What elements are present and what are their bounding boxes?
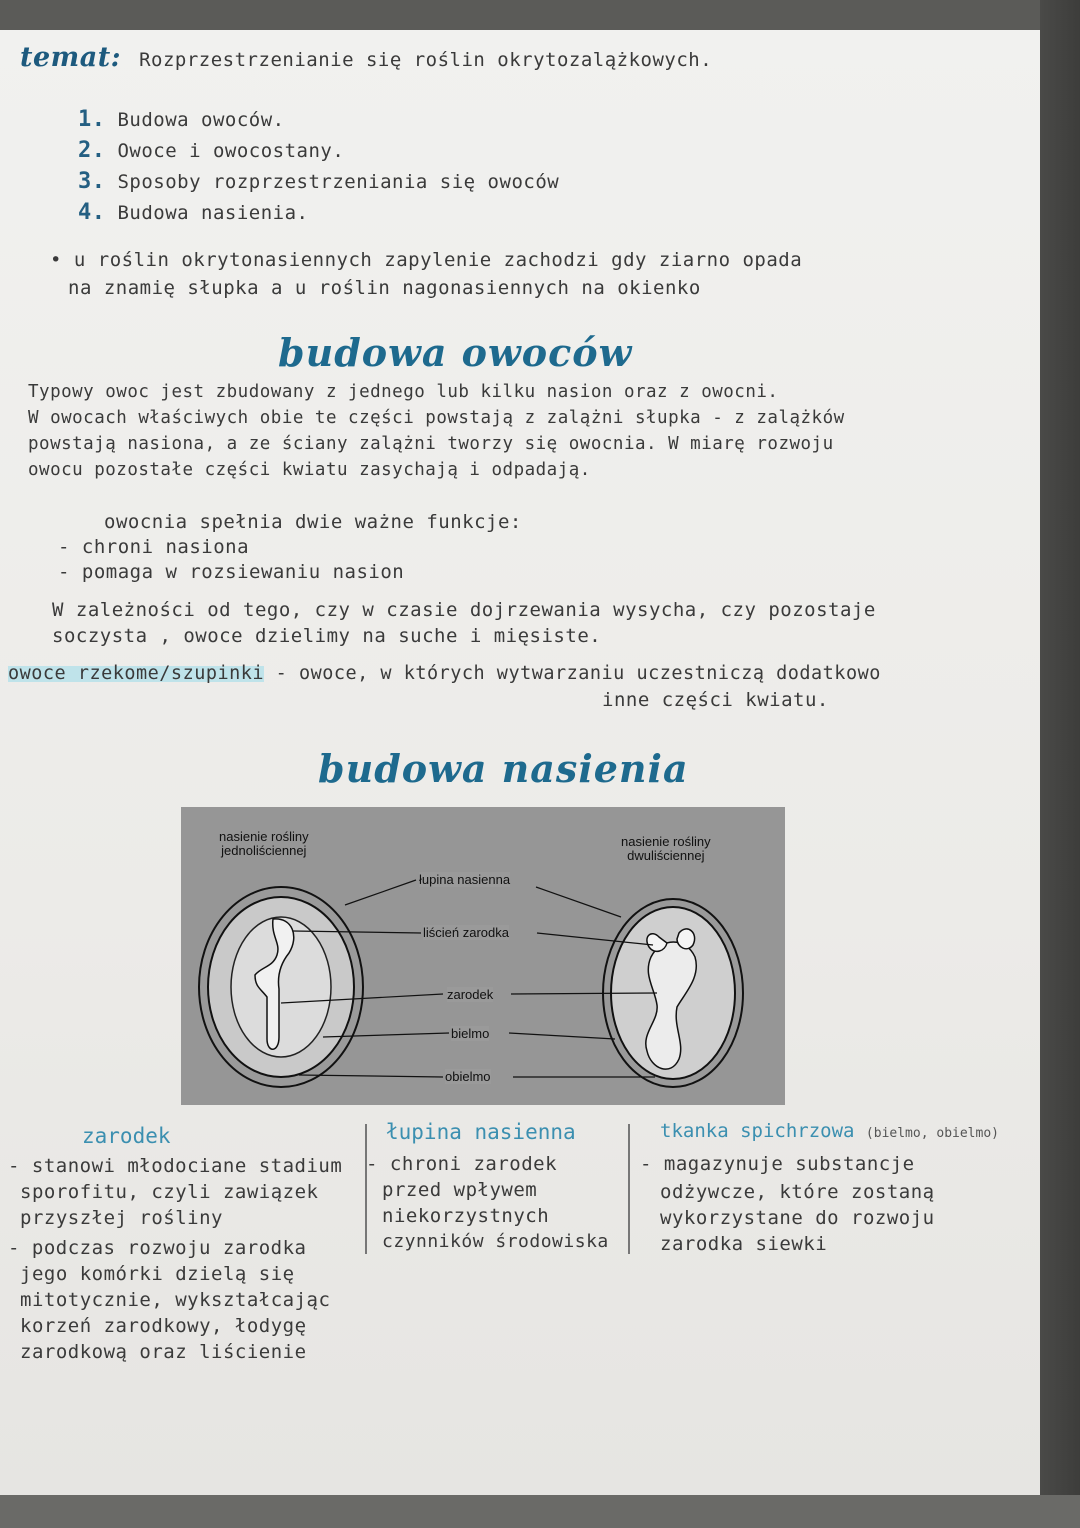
section-title-fruits: budowa owoców [278, 330, 633, 375]
false-fruit-term: owoce rzekome/szupinki [8, 663, 265, 684]
outline-item: 4. Budowa nasienia. [78, 201, 308, 225]
outline-item: 1. Budowa owoców. [78, 108, 285, 132]
function-item: - chroni nasiona [58, 536, 250, 558]
paragraph-line: W zależności od tego, czy w czasie dojrz… [52, 599, 876, 621]
false-fruit-def: - owoce, w których wytwarzaniu uczestnic… [264, 663, 881, 684]
column-line: przyszłej rośliny [20, 1207, 223, 1229]
outline-text: Budowa owoców. [117, 109, 285, 131]
storage-tissue-note: (bielmo, obielmo) [865, 1126, 999, 1141]
outline-num: 1. [78, 107, 106, 132]
note-line-1: • u roślin okrytonasiennych zapylenie za… [50, 249, 803, 271]
monocot-label: nasienie rośliny jednoliściennej [219, 829, 309, 858]
notebook-page [0, 30, 1040, 1495]
column-line: zarodkową oraz liścienie [20, 1341, 307, 1363]
paragraph-line: soczysta , owoce dzielimy na suche i mię… [52, 625, 602, 647]
outline-text: Budowa nasienia. [117, 202, 309, 224]
column-line: czynników środowiska [382, 1231, 609, 1252]
column-line: - magazynuje substancje [640, 1153, 915, 1175]
column-line: odżywcze, które zostaną [660, 1181, 935, 1203]
column-line: wykorzystane do rozwoju [660, 1207, 935, 1229]
column-line: - podczas rozwoju zarodka [8, 1237, 307, 1259]
paragraph-line: Typowy owoc jest zbudowany z jednego lub… [28, 382, 779, 402]
outline-item: 3. Sposoby rozprzestrzeniania się owoców [78, 170, 559, 194]
column-divider [365, 1124, 367, 1254]
column-heading-embryo: zarodek [82, 1124, 171, 1148]
paragraph-line: W owocach właściwych obie te części pows… [28, 408, 845, 428]
part-label-endosperm: bielmo [451, 1026, 490, 1041]
column-divider [628, 1124, 630, 1254]
function-item: - pomaga w rozsiewaniu nasion [58, 561, 405, 583]
column-line: - stanowi młodociane stadium [8, 1155, 343, 1177]
part-label-seed-coat: łupina nasienna [419, 872, 511, 887]
outline-num: 4. [78, 200, 106, 225]
outline-num: 2. [78, 138, 106, 163]
outline-item: 2. Owoce i owocostany. [78, 139, 344, 163]
column-line: przed wpływem [382, 1179, 538, 1201]
page-edge-shadow [1040, 0, 1080, 1528]
note-line-2: na znamię słupka a u roślin nagonasienny… [68, 277, 701, 299]
topic-label: temat: [20, 42, 122, 73]
paragraph-line: powstają nasiona, a ze ściany zalążni tw… [28, 434, 834, 454]
column-line: mitotycznie, wykształcając [20, 1289, 331, 1311]
background-surface [0, 1495, 1080, 1528]
column-line: zarodka siewki [660, 1233, 828, 1255]
owocnia-intro: owocnia spełnia dwie ważne funkcje: [104, 511, 522, 533]
column-line: korzeń zarodkowy, łodygę [20, 1315, 307, 1337]
seed-diagram: nasienie rośliny jednoliściennej nasieni… [181, 807, 785, 1105]
column-line: niekorzystnych [382, 1205, 550, 1227]
storage-tissue-heading: tkanka spichrzowa [660, 1120, 855, 1142]
dicot-label: nasienie rośliny dwuliściennej [621, 834, 711, 863]
part-label-perisperm: obielmo [445, 1069, 491, 1084]
column-line: - chroni zarodek [366, 1153, 558, 1175]
seed-diagram-drawing [198, 879, 744, 1088]
outline-text: Sposoby rozprzestrzeniania się owoców [117, 171, 560, 193]
section-title-seed: budowa nasienia [318, 746, 689, 791]
part-label-cotyledon: liścień zarodka [423, 925, 509, 940]
part-label-embryo: zarodek [447, 987, 494, 1002]
column-heading-storage-tissue: tkanka spichrzowa (bielmo, obielmo) [660, 1120, 999, 1142]
topic-text: Rozprzestrzenianie się roślin okrytozalą… [139, 49, 713, 71]
false-fruit-def-cont: inne części kwiatu. [602, 689, 829, 711]
false-fruit-definition: owoce rzekome/szupinki - owoce, w któryc… [8, 662, 881, 686]
leader-lines [280, 879, 658, 1078]
column-heading-seed-coat: łupina nasienna [386, 1120, 576, 1144]
paragraph-line: owocu pozostałe części kwiatu zasychają … [28, 460, 591, 480]
topic-header: temat: Rozprzestrzenianie się roślin okr… [20, 44, 713, 72]
outline-num: 3. [78, 169, 106, 194]
monocot-seed-drawing [198, 886, 364, 1088]
column-line: sporofitu, czyli zawiązek [20, 1181, 319, 1203]
column-line: jego komórki dzielą się [20, 1263, 295, 1285]
dicot-seed-drawing [602, 898, 744, 1088]
outline-text: Owoce i owocostany. [117, 140, 345, 162]
